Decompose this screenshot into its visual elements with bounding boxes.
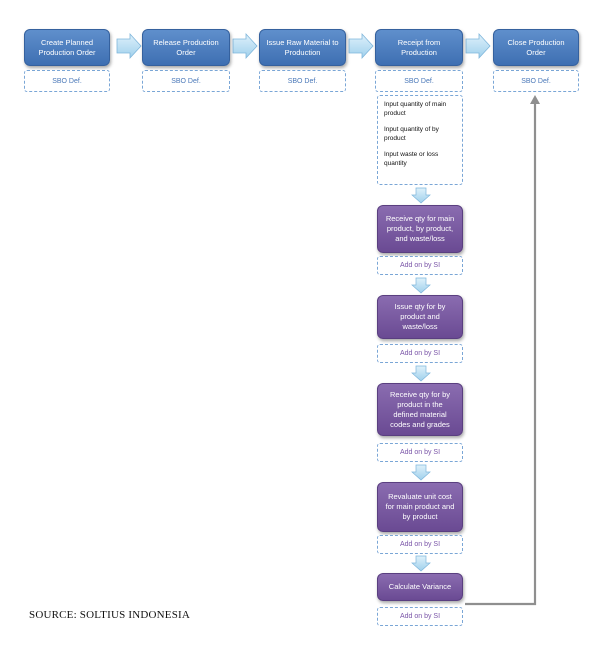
down-arrow-4 — [411, 464, 431, 481]
step-create-planned-production-order: Create Planned Production Order — [24, 29, 110, 66]
sbo-def-label: SBO Def. — [24, 70, 110, 92]
input-item: Input quantity of main product — [384, 101, 447, 117]
add-on-by-si-label: Add on by SI — [377, 607, 463, 626]
input-item: Input quantity of by product — [384, 126, 439, 142]
step-receipt-from-production: Receipt from Production — [375, 29, 463, 66]
step-close-production-order: Close Production Order — [493, 29, 579, 66]
down-arrow-5 — [411, 555, 431, 572]
add-on-by-si-label: Add on by SI — [377, 344, 463, 363]
add-on-by-si-label: Add on by SI — [377, 535, 463, 554]
substep-receive-qty-main-product: Receive qty for main product, by product… — [377, 205, 463, 253]
source-caption: SOURCE: SOLTIUS INDONESIA — [29, 609, 191, 621]
step-issue-raw-material: Issue Raw Material to Production — [259, 29, 346, 66]
down-arrow-1 — [411, 187, 431, 204]
return-connector — [465, 102, 537, 606]
add-on-by-si-label: Add on by SI — [377, 256, 463, 275]
sbo-def-label: SBO Def. — [375, 70, 463, 92]
block-arrow-1 — [116, 32, 142, 60]
block-arrow-2 — [232, 32, 258, 60]
substep-receive-qty-material-codes: Receive qty for by product in the define… — [377, 383, 463, 436]
sbo-def-label: SBO Def. — [493, 70, 579, 92]
input-quantities-box: Input quantity of main product Input qua… — [377, 95, 463, 185]
return-connector-head — [530, 95, 540, 104]
add-on-by-si-label: Add on by SI — [377, 443, 463, 462]
substep-calculate-variance: Calculate Variance — [377, 573, 463, 601]
step-release-production-order: Release Production Order — [142, 29, 230, 66]
block-arrow-4 — [465, 32, 491, 60]
down-arrow-2 — [411, 277, 431, 294]
sbo-def-label: SBO Def. — [142, 70, 230, 92]
substep-revaluate-unit-cost: Revaluate unit cost for main product and… — [377, 482, 463, 532]
substep-issue-qty-by-product: Issue qty for by product and waste/loss — [377, 295, 463, 339]
down-arrow-3 — [411, 365, 431, 382]
sbo-def-label: SBO Def. — [259, 70, 346, 92]
block-arrow-3 — [348, 32, 374, 60]
input-item: Input waste or loss quantity — [384, 151, 439, 167]
